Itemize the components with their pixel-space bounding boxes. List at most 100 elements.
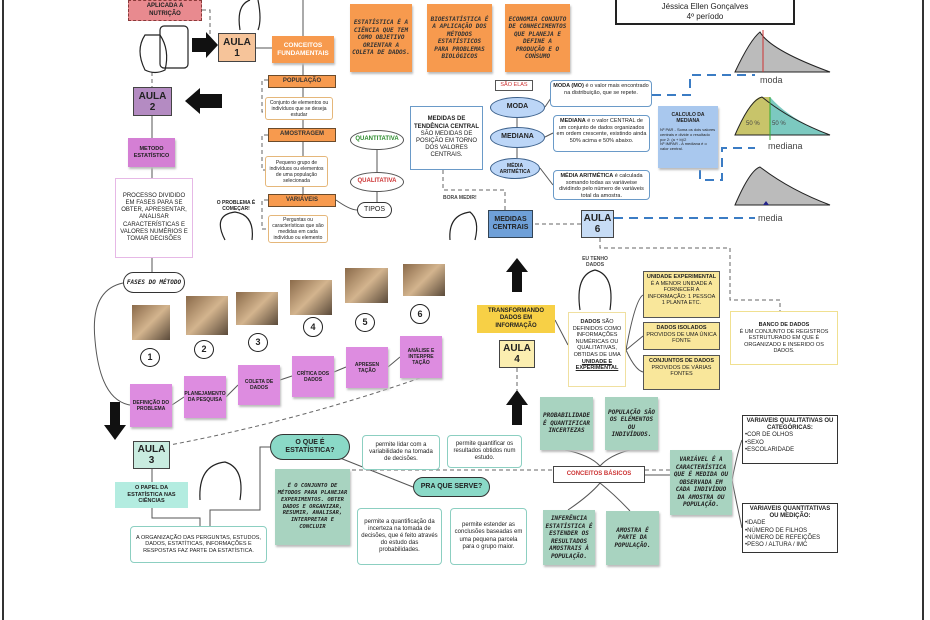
- distribution-curves: [734, 30, 831, 206]
- metodo-estatistico: METODO ESTATÍSTICO: [128, 138, 175, 167]
- inferencia-note: INFERÊNCIA ESTATÍSTICA É ESTENDER OS RES…: [543, 510, 595, 565]
- curve-label-media: media: [758, 213, 783, 223]
- media-desc: MÉDIA ARITMÉTICA é calculada somando tod…: [553, 170, 650, 200]
- probabilidade-note: PROBABILIDADE É QUANTIFICAR INCERTEZAS: [540, 397, 593, 450]
- calc-impar: Nº IMPAR - A mediana é o valor central.: [660, 141, 707, 152]
- banco-title: BANCO DE DADOS: [758, 322, 810, 328]
- mediana-text: é o valor CENTRAL de um conjunto de dado…: [556, 118, 647, 144]
- serve-estender: permite estender as conclusões baseadas …: [450, 508, 527, 565]
- tipos-pill: TIPOS: [357, 202, 392, 218]
- calc-par: Nº PAR - Soma os dois valores centrais e…: [660, 127, 716, 142]
- serve-variabilidade: permite lidar com a variabilidade na tom…: [362, 435, 440, 470]
- dados-box: DADOS SÃO DEFINIDOS COMO INFORMAÇÕES NUM…: [568, 312, 626, 387]
- populacao-note: POPULAÇÃO SÃO OS ELEMENTOS OU INDIVÍDUOS…: [605, 397, 658, 450]
- meme-photo-1: [132, 305, 170, 340]
- dados-term: DADOS: [580, 319, 601, 325]
- qualitativa-cloud: QUALITATIVA: [350, 172, 404, 192]
- qual-title: VARIAVEIS QUALITATIVAS OU CATEGÓRICAS:: [746, 418, 834, 432]
- conjunto-metodos-note: É O CONJUNTO DE MÉTODOS PARA PLANEJAR EX…: [275, 469, 350, 545]
- meme-photo-4: [290, 280, 332, 315]
- quant-title: VARIAVEIS QUANTITATIVAS OU MEDIÇÃO:: [749, 506, 831, 520]
- dados-text: SÃO DEFINIDOS COMO INFORMAÇÕES NUMÉRICAS…: [572, 319, 622, 358]
- aula-3-box[interactable]: AULA 3: [133, 441, 170, 469]
- qual-item: •SEXO: [745, 439, 764, 446]
- meme-photo-6: [403, 264, 445, 296]
- pra-que-serve: PRA QUE SERVE?: [413, 477, 490, 497]
- step-number: 5: [355, 313, 375, 332]
- conj-title: CONJUNTOS DE DADOS: [649, 358, 714, 364]
- sao-elas-label: SÃO ELAS: [495, 80, 533, 91]
- unidade-desc: É A MENOR UNIDADE A FORNECER A INFORMAÇÃ…: [647, 280, 716, 307]
- step-box: PLANEJAMENTO DA PESQUISA: [184, 376, 226, 418]
- note-bioestatistica: BIOESTATÍSTICA É A APLICAÇÃO DOS MÉTODOS…: [427, 4, 492, 72]
- step-number: 1: [140, 348, 160, 367]
- aula-4-box[interactable]: AULA 4: [499, 340, 535, 368]
- bora-medir: BORA MEDIR!: [443, 195, 477, 201]
- step-number: 2: [194, 340, 214, 359]
- black-arrows: [104, 32, 528, 440]
- quant-item: •PESO / ALTURA / IMC: [745, 541, 808, 548]
- meme-photo-3: [236, 292, 278, 325]
- qual-item: •ESCOLARIDADE: [745, 446, 795, 453]
- tendencia-title: MEDIDAS DE TENDÊNCIA CENTRAL: [413, 116, 480, 130]
- quant-item: •NÚMERO DE FILHOS: [745, 527, 808, 534]
- period: 4º período: [686, 11, 724, 21]
- step-number: 6: [410, 304, 430, 324]
- calculo-mediana-box: CALCULO DA MEDIANA Nº PAR - Soma os dois…: [658, 106, 718, 168]
- populacao-label: POPULAÇÃO: [268, 75, 336, 88]
- quantitativa-cloud: QUANTITATIVA: [350, 130, 404, 150]
- qualitativas-box: VARIAVEIS QUALITATIVAS OU CATEGÓRICAS: •…: [742, 415, 838, 464]
- papel-estatistica: O PAPEL DA ESTATÍSTICA NAS CIÊNCIAS: [115, 482, 188, 508]
- o-que-e-estatistica: O QUE É ESTATÍSTICA?: [270, 434, 350, 460]
- aula-6-box[interactable]: AULA 6: [581, 210, 614, 238]
- curve-label-moda: moda: [760, 75, 783, 85]
- isolados-desc: PROVIDOS DE UMA ÚNICA FONTE: [646, 331, 717, 345]
- populacao-desc: Conjunto de elementos ou indivíduos que …: [265, 97, 333, 120]
- conceitos-basicos: CONCEITOS BÁSICOS: [553, 466, 645, 483]
- moda-desc: MODA (MO) é o valor mais encontrado na d…: [550, 80, 652, 107]
- isolados-title: DADOS ISOLADOS: [656, 325, 707, 331]
- moda-term: MODA (MO): [553, 83, 584, 89]
- aula-2-box[interactable]: AULA 2: [133, 87, 172, 116]
- meme-photo-2: [186, 296, 228, 335]
- variaveis-desc: Perguntas ou características que são med…: [268, 215, 328, 243]
- amostragem-desc: Pequeno grupo de indivíduos ou elementos…: [265, 156, 328, 187]
- mediana-term: MEDIANA: [560, 118, 586, 124]
- eu-tenho-dados: EU TENHO DADOS: [582, 256, 608, 268]
- variavel-note: VARIÁVEL É A CARACTERÍSTICA QUE É MEDIDA…: [670, 450, 732, 515]
- serve-incerteza: permite a quantificação da incerteza na …: [357, 508, 442, 565]
- mediana-cloud: MEDIANA: [490, 127, 545, 148]
- medidas-centrais: MEDIDAS CENTRAIS: [488, 210, 533, 238]
- organizacao-box: A ORGANIZAÇÃO DAS PERGUNTAS, ESTUDOS, DA…: [130, 526, 267, 563]
- media-cloud: MÉDIA ARITMÉTICA: [490, 158, 540, 179]
- problema-text: O PROBLEMA É COMEÇAR!: [216, 199, 256, 212]
- quantitativas-box: VARIAVEIS QUANTITATIVAS OU MEDIÇÃO: •IDA…: [742, 503, 838, 553]
- mediana-desc: MEDIANA é o valor CENTRAL de um conjunto…: [553, 115, 650, 152]
- variaveis-label: VARIÁVEIS: [268, 194, 336, 207]
- fases-pill: FASES DO MÉTODO: [123, 272, 185, 293]
- qual-item: •COR DE OLHOS: [745, 432, 794, 439]
- curve-label-mediana: mediana: [768, 141, 803, 151]
- title-box: Jéssica Ellen Gonçalves 4º período: [615, 0, 795, 25]
- amostra-note: AMOSTRA É PARTE DA POPULAÇÃO.: [606, 511, 659, 565]
- nutrition-box: APLICADA A NUTRIÇÃO: [128, 0, 202, 21]
- media-term: MÉDIA ARITMÉTICA: [560, 173, 614, 179]
- aula-1-box[interactable]: AULA 1: [218, 33, 256, 62]
- meme-photo-5: [345, 268, 388, 303]
- processo-box: PROCESSO DIVIDIDO EM FASES PARA SE OBTER…: [115, 178, 193, 258]
- transformando-dados: TRANSFORMANDO DADOS EM INFORMAÇÃO: [477, 305, 555, 333]
- dados-underline: UNIDADE E EXPERIMENTAL: [575, 358, 619, 372]
- moda-cloud: MODA: [490, 97, 545, 118]
- step-box: APRESEN TAÇÃO: [346, 347, 388, 388]
- step-box: ANÁLISE E INTERPRE TAÇÃO: [400, 336, 442, 378]
- pct-right: 50 %: [772, 121, 786, 127]
- amostragem-label: AMOSTRAGEM: [268, 128, 336, 142]
- moda-text: é o valor mais encontrado na distribuiçã…: [564, 83, 649, 96]
- step-box: CRÍTICA DOS DADOS: [292, 356, 334, 397]
- quant-item: •NÚMERO DE REFEIÇÕES: [745, 534, 821, 541]
